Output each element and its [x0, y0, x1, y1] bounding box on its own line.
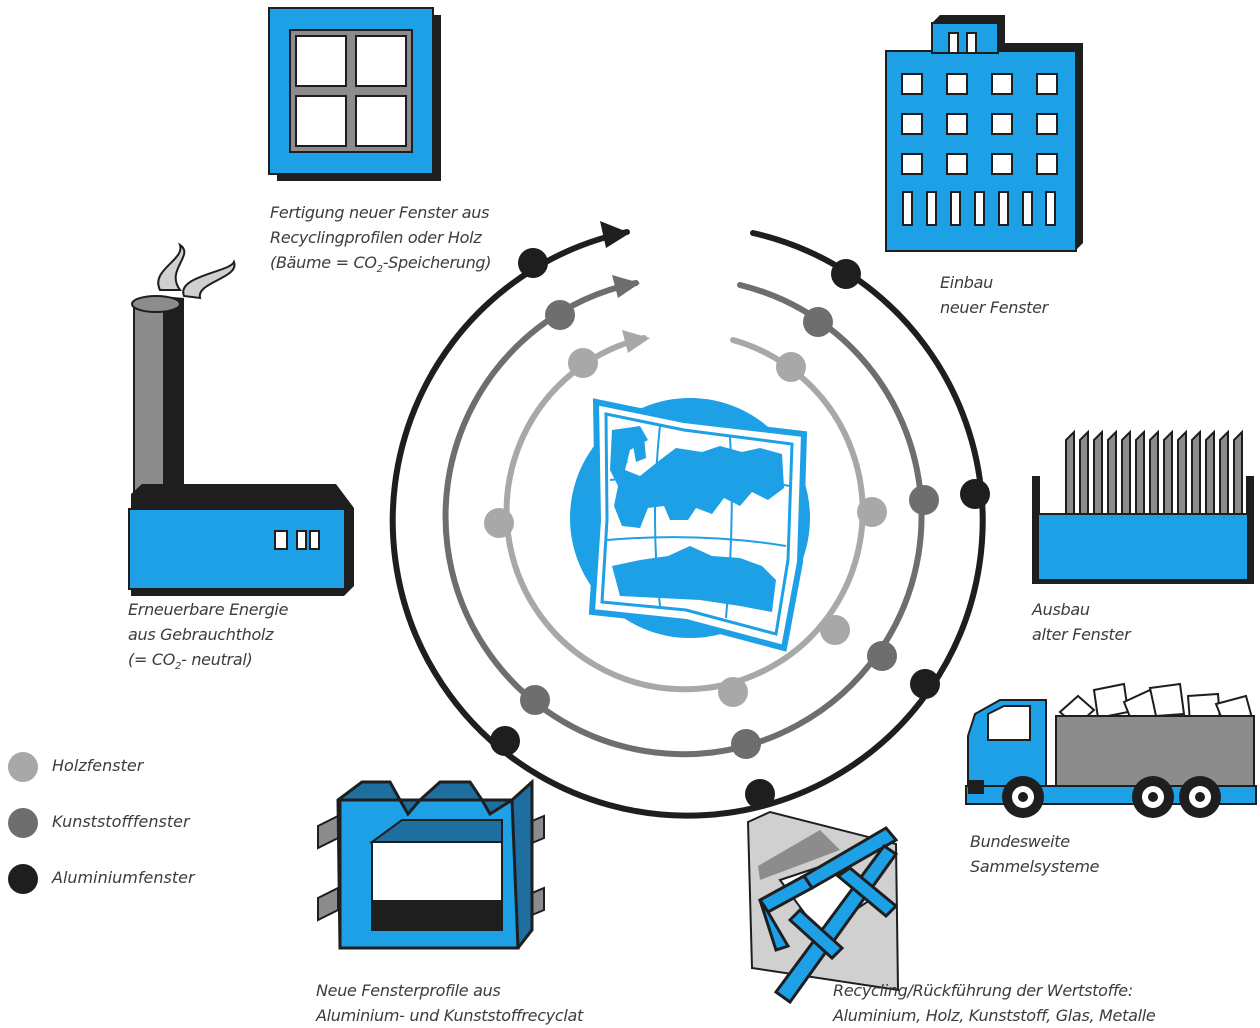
caption-recycling-line2: Aluminium, Holz, Kunststoff, Glas, Metal…: [833, 1006, 1156, 1025]
container-icon: [1032, 429, 1254, 584]
ring-holz-dots: [484, 348, 887, 707]
truck-wheels: [1002, 776, 1221, 818]
caption-fertigung-line2: Recyclingprofilen oder Holz: [270, 228, 482, 247]
caption-recycling-line1: Recycling/Rückführung der Wertstoffe:: [833, 981, 1133, 1000]
caption-profile-line2: Aluminium- und Kunststoffrecyclat: [316, 1006, 583, 1025]
legend-dot-kunststoff: [8, 808, 38, 838]
window-icon: [268, 7, 441, 181]
ring-aluminium-dots: [490, 248, 990, 809]
caption-sammel: Bundesweite Sammelsysteme: [970, 829, 1100, 879]
factory-icon: [128, 242, 354, 596]
caption-ausbau-line2: alter Fenster: [1032, 625, 1131, 644]
caption-ausbau: Ausbau alter Fenster: [1032, 597, 1131, 647]
caption-energie-line1: Erneuerbare Energie: [128, 600, 289, 619]
ring-kunststoff: [442, 275, 925, 758]
caption-sammel-line2: Sammelsysteme: [970, 857, 1100, 876]
legend-label-holzfenster: Holzfenster: [52, 756, 144, 775]
legend-label-aluminiumfenster: Aluminiumfenster: [52, 868, 195, 887]
legend-dot-holz: [8, 752, 38, 782]
caption-einbau: Einbau neuer Fenster: [940, 270, 1048, 320]
caption-energie: Erneuerbare Energie aus Gebrauchtholz (=…: [128, 597, 288, 679]
caption-einbau-line1: Einbau: [940, 273, 993, 292]
caption-recycling: Recycling/Rückführung der Wertstoffe: Al…: [833, 978, 1156, 1028]
caption-profile-line1: Neue Fensterprofile aus: [316, 981, 501, 1000]
legend-label-kunststofffenster: Kunststofffenster: [52, 812, 190, 831]
building-icon: [885, 15, 1083, 252]
recycling-icon: [746, 810, 900, 1005]
window-profile-icon: [317, 778, 545, 950]
truck-icon: [965, 682, 1257, 818]
caption-profile: Neue Fensterprofile aus Aluminium- und K…: [316, 978, 583, 1028]
caption-energie-line3: (= CO2- neutral): [128, 650, 253, 673]
caption-fertigung: Fertigung neuer Fenster aus Recyclingpro…: [270, 200, 492, 282]
caption-fertigung-line3: (Bäume = CO2-Speicherung): [270, 253, 492, 276]
caption-einbau-line2: neuer Fenster: [940, 298, 1048, 317]
caption-fertigung-line1: Fertigung neuer Fenster aus: [270, 203, 490, 222]
europe-map-icon: [570, 398, 810, 652]
caption-ausbau-line1: Ausbau: [1032, 600, 1090, 619]
legend-dot-aluminium: [8, 864, 38, 894]
caption-sammel-line1: Bundesweite: [970, 832, 1070, 851]
caption-energie-line2: aus Gebrauchtholz: [128, 625, 274, 644]
ring-aluminium: [389, 221, 986, 819]
ring-holz: [503, 330, 866, 693]
ring-kunststoff-dots: [520, 300, 939, 759]
